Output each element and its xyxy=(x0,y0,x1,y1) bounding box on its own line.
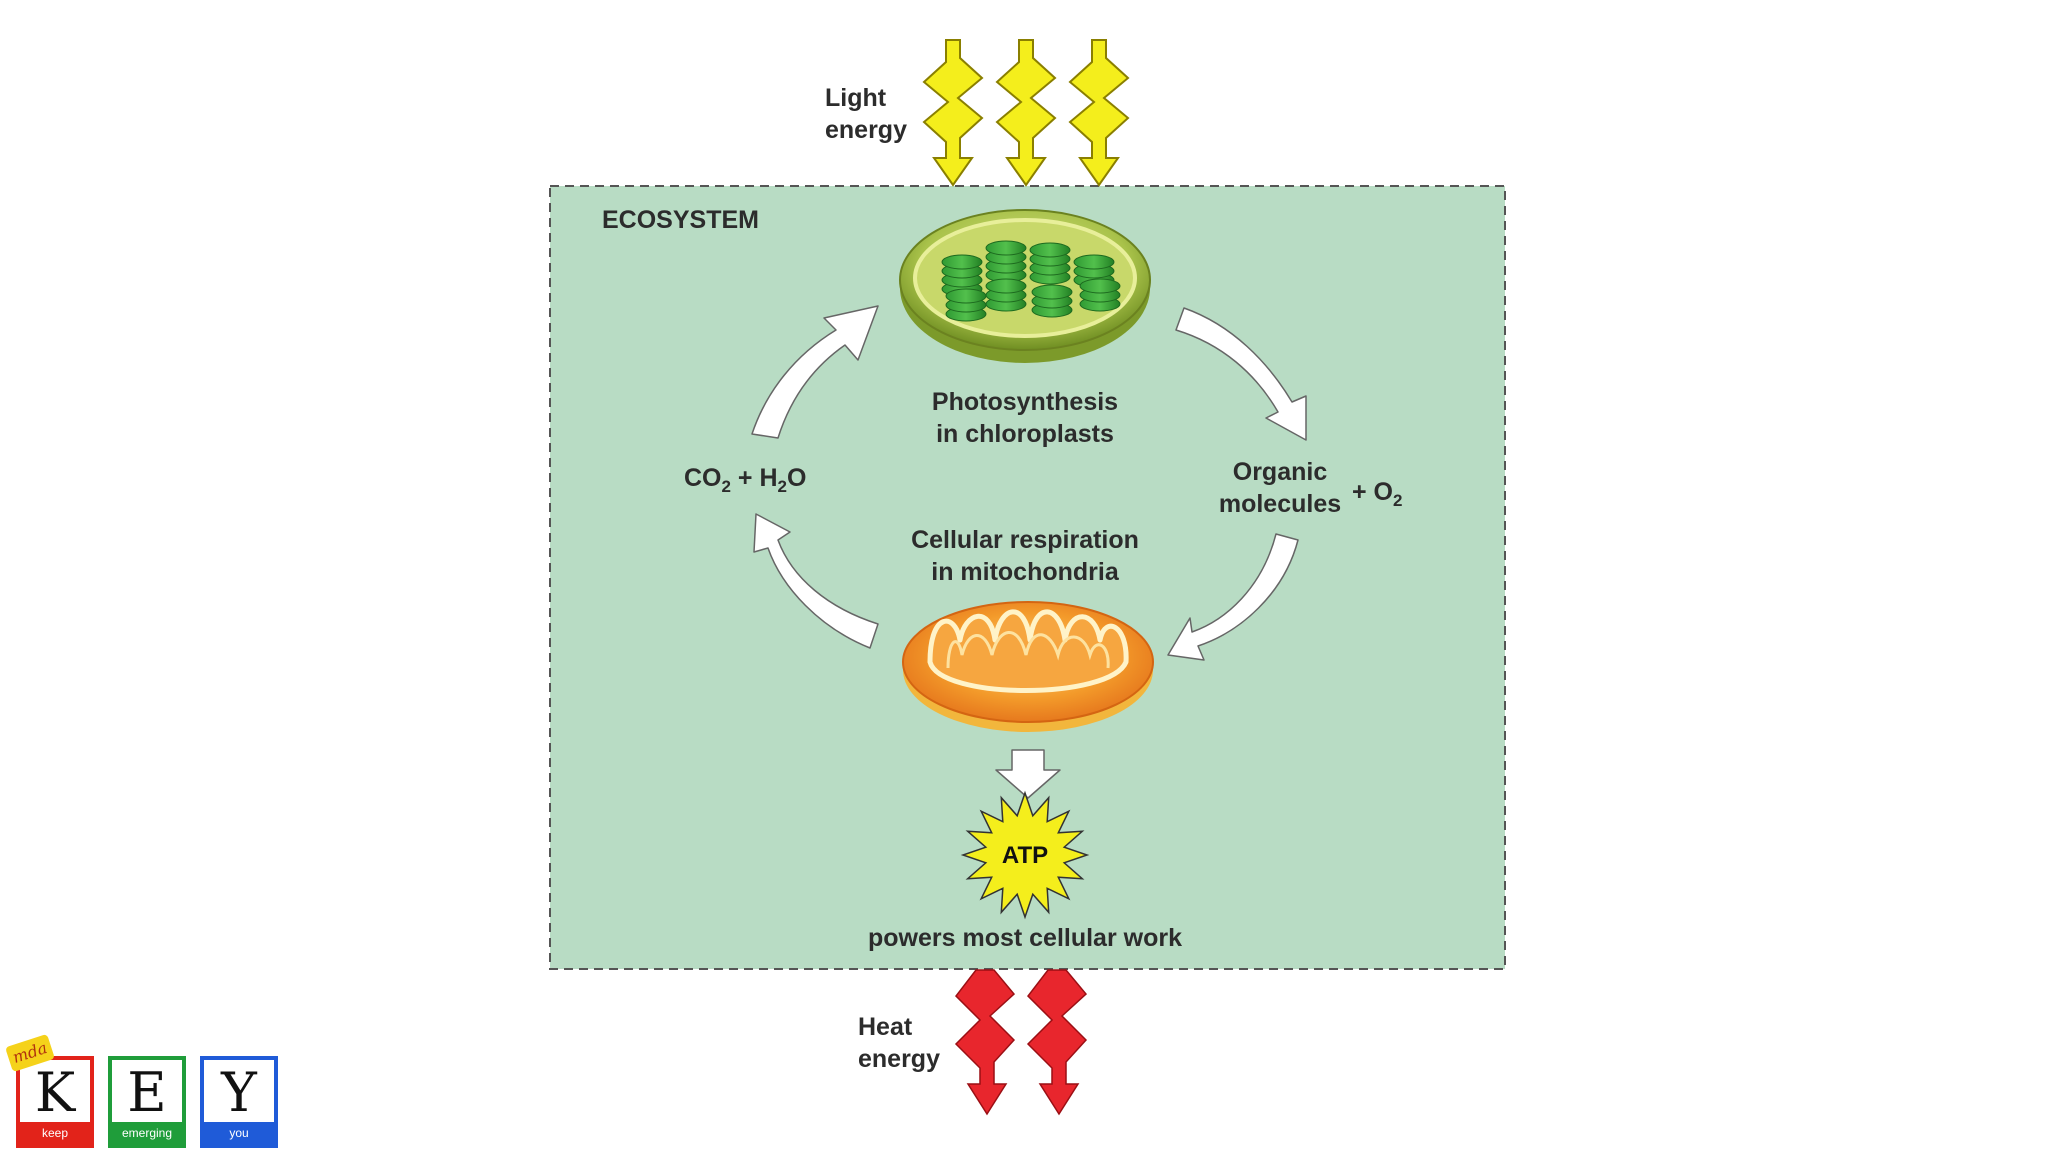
granum-disc xyxy=(1079,278,1121,294)
arrow-to-mitochondrion-icon xyxy=(1167,533,1299,661)
granum-disc xyxy=(1031,284,1073,300)
ecosystem-label: ECOSYSTEM xyxy=(602,206,759,234)
granum-disc xyxy=(1029,242,1071,258)
atp-starburst-icon xyxy=(960,790,1090,920)
logo-box-e: E emerging xyxy=(108,1056,186,1148)
organic-molecules-label: Organic molecules xyxy=(1210,456,1350,520)
mitochondrion-illustration xyxy=(902,601,1154,732)
arrow-to-chloroplast-icon xyxy=(751,305,879,439)
heat-bolts xyxy=(954,969,1088,1116)
arrow-to-atp-icon xyxy=(995,749,1061,799)
logo-band-emerging: emerging xyxy=(112,1122,182,1144)
heat-energy-line-1: Heat xyxy=(858,1013,913,1041)
light-bolt-icon xyxy=(995,39,1057,187)
heat-energy-label: Heat energy xyxy=(858,1011,940,1075)
mda-key-logo: K keep E emerging Y you mda xyxy=(5,1033,294,1148)
organic-line-1: Organic xyxy=(1232,458,1328,486)
respiration-line-1: Cellular respiration xyxy=(911,526,1139,554)
heat-energy-line-2: energy xyxy=(858,1045,940,1073)
granum-disc xyxy=(941,254,983,270)
logo-box-y: Y you xyxy=(200,1056,278,1148)
granum-disc xyxy=(945,288,987,304)
granum-disc xyxy=(985,278,1027,294)
chloroplast-illustration xyxy=(899,209,1151,363)
photosynthesis-line-1: Photosynthesis xyxy=(931,388,1119,416)
light-energy-label: Light energy xyxy=(825,82,907,146)
co2-h2o-label: CO2 + H2O xyxy=(684,464,807,496)
light-energy-line-2: energy xyxy=(825,116,907,144)
logo-letter-k: K xyxy=(34,1061,76,1124)
logo-letter-y: Y xyxy=(221,1061,257,1124)
o2-label: + O2 xyxy=(1352,478,1403,510)
arrow-to-organic-icon xyxy=(1175,307,1307,441)
photosynthesis-label: Photosynthesis in chloroplasts xyxy=(895,386,1155,450)
photosynthesis-line-2: in chloroplasts xyxy=(936,420,1114,448)
powers-cellular-work-label: powers most cellular work xyxy=(868,924,1182,952)
heat-bolt-icon xyxy=(954,969,1016,1116)
granum-disc xyxy=(985,240,1027,256)
respiration-label: Cellular respiration in mitochondria xyxy=(880,524,1170,588)
granum-disc xyxy=(1073,254,1115,270)
light-bolt-icon xyxy=(1068,39,1130,187)
organic-line-2: molecules xyxy=(1218,490,1342,518)
light-energy-line-1: Light xyxy=(825,84,887,112)
logo-band-keep: keep xyxy=(20,1122,90,1144)
atp-label: ATP xyxy=(1001,842,1049,869)
logo-letter-e: E xyxy=(127,1061,167,1124)
arrow-to-co2-icon xyxy=(753,513,879,649)
heat-bolt-icon xyxy=(1026,969,1088,1116)
respiration-line-2: in mitochondria xyxy=(931,558,1119,586)
light-bolts xyxy=(922,39,1130,187)
light-bolt-icon xyxy=(922,39,984,187)
logo-band-you: you xyxy=(204,1122,274,1144)
logo-box-k: K keep xyxy=(16,1056,94,1148)
cycle-arrows xyxy=(751,305,1307,799)
